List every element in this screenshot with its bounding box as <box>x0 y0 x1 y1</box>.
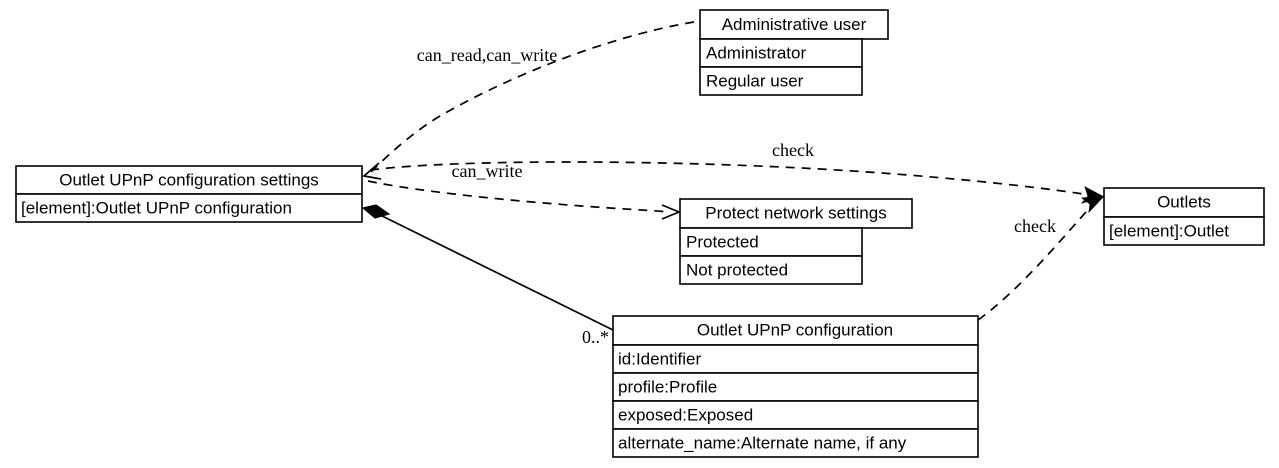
class-name-outlets: Outlets <box>1157 192 1211 211</box>
class-name-administrative-user: Administrative user <box>722 15 867 34</box>
class-attr-rect-not-protected <box>679 255 863 285</box>
edge-can-write: can_write <box>367 161 682 220</box>
class-attr-rect-profile <box>612 372 979 402</box>
class-attr-outlets-element: [element]:Outlet <box>1109 221 1229 240</box>
edge-check-top-line <box>369 161 1097 197</box>
class-attr-regular-user: Regular user <box>706 71 804 90</box>
class-box-protect-network-settings[interactable]: Protect network settings Protected Not p… <box>679 198 913 285</box>
class-box-administrative-user[interactable]: Administrative user Administrator Regula… <box>699 9 889 96</box>
class-header-rect-administrative-user <box>699 9 889 40</box>
class-box-outlet-upnp-configuration[interactable]: Outlet UPnP configuration id:Identifier … <box>612 315 979 458</box>
edge-check-bottom-arrowhead <box>1080 195 1106 214</box>
class-attr-rect-exposed <box>612 400 979 430</box>
class-attr-rect-alternate-name <box>612 428 979 458</box>
edge-label-multiplicity: 0..* <box>582 327 609 347</box>
class-header-rect-settings <box>15 165 363 195</box>
edge-label-check-top: check <box>772 140 814 160</box>
class-box-outlet-upnp-configuration-settings[interactable]: Outlet UPnP configuration settings [elem… <box>15 165 363 223</box>
class-attr-administrator: Administrator <box>706 43 806 62</box>
class-attr-alternate-name: alternate_name:Alternate name, if any <box>618 433 907 452</box>
class-name-config: Outlet UPnP configuration <box>697 320 893 339</box>
class-header-rect-config <box>612 315 979 346</box>
edge-label-check-bottom: check <box>1014 216 1056 236</box>
edge-check-bottom-line <box>977 202 1095 321</box>
class-attr-profile: profile:Profile <box>618 377 717 396</box>
composition-diamond-icon <box>361 204 391 219</box>
edge-can-write-arrowhead <box>661 204 682 220</box>
class-attr-rect-id <box>612 344 979 374</box>
class-header-rect-protect <box>679 198 913 229</box>
class-attr-id: id:Identifier <box>618 349 701 368</box>
class-attr-protected: Protected <box>686 232 759 251</box>
class-attr-not-protected: Not protected <box>686 260 788 279</box>
class-attr-settings-element: [element]:Outlet UPnP configuration <box>21 198 292 217</box>
class-name-protect: Protect network settings <box>705 203 886 222</box>
edge-can-write-line <box>367 180 669 213</box>
edge-check-bottom: check <box>977 195 1106 321</box>
class-attr-rect-settings-element <box>15 193 363 223</box>
class-name-settings: Outlet UPnP configuration settings <box>59 170 319 189</box>
edge-composition: 0..* <box>361 204 614 347</box>
class-attr-rect-regular-user <box>699 66 863 96</box>
class-attr-rect-outlets-element <box>1103 216 1265 246</box>
edge-label-can-read-can-write: can_read,can_write <box>417 45 557 65</box>
class-attr-exposed: exposed:Exposed <box>618 405 753 424</box>
edge-can-read-can-write: can_read,can_write <box>362 21 695 180</box>
edge-label-can-write: can_write <box>452 161 523 181</box>
class-box-outlets[interactable]: Outlets [element]:Outlet <box>1103 187 1265 246</box>
class-attr-rect-administrator <box>699 38 863 68</box>
edge-can-read-can-write-arrowhead <box>362 162 382 180</box>
edge-can-read-can-write-line <box>370 21 695 173</box>
edge-composition-line <box>375 212 614 331</box>
